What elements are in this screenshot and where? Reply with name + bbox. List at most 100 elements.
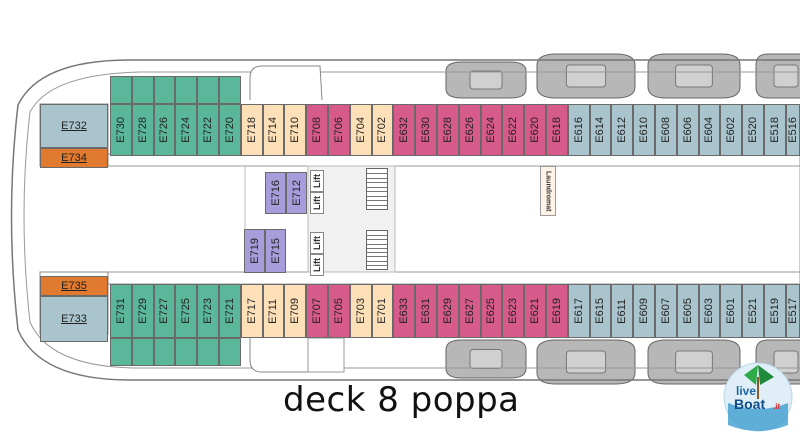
lift[interactable]: Lift [310, 192, 324, 214]
cabin[interactable]: E602 [720, 104, 743, 156]
cabin[interactable]: E616 [567, 104, 590, 156]
cabin[interactable]: E711 [262, 284, 285, 338]
cabin[interactable]: E611 [611, 284, 634, 338]
cabin-number: E618 [550, 117, 563, 143]
cabin[interactable]: E604 [698, 104, 721, 156]
cabin-number: E625 [485, 298, 498, 324]
cabin[interactable]: E729 [131, 284, 154, 338]
cabin[interactable]: E632 [393, 104, 416, 156]
cabin[interactable]: E614 [589, 104, 612, 156]
lift[interactable]: Lift [310, 170, 324, 192]
cabin[interactable]: E707 [306, 284, 328, 338]
cabin-number: E615 [594, 298, 607, 324]
cabin[interactable]: E629 [437, 284, 459, 338]
cabin[interactable]: E708 [306, 104, 328, 156]
cabin[interactable]: E730 [110, 104, 132, 156]
cabin-number: E621 [529, 298, 542, 324]
cabin[interactable]: E623 [502, 284, 525, 338]
interior-cabin[interactable]: E716 [265, 172, 286, 214]
cabin[interactable]: E624 [480, 104, 503, 156]
cabin[interactable]: E601 [720, 284, 743, 338]
lift[interactable]: Lift [310, 232, 324, 254]
cabin[interactable]: E622 [502, 104, 525, 156]
cabin[interactable]: E609 [633, 284, 655, 338]
cabin[interactable]: E620 [524, 104, 546, 156]
cabin[interactable]: E628 [437, 104, 459, 156]
cabin[interactable]: E724 [175, 104, 198, 156]
cabin[interactable]: E701 [371, 284, 394, 338]
cabin-number: E703 [354, 298, 367, 324]
cabin[interactable]: E617 [567, 284, 590, 338]
cabin[interactable]: E721 [219, 284, 241, 338]
cabin[interactable]: E630 [415, 104, 437, 156]
laundromat[interactable]: Laundromat [540, 166, 556, 216]
cabin[interactable]: E619 [546, 284, 568, 338]
cabin[interactable]: E717 [240, 284, 263, 338]
cabin-number: E601 [725, 298, 738, 324]
cabin[interactable]: E709 [284, 284, 307, 338]
cabin[interactable]: E728 [131, 104, 154, 156]
cabin[interactable]: E722 [197, 104, 219, 156]
cabin[interactable]: E725 [175, 284, 198, 338]
cabin[interactable]: E726 [153, 104, 176, 156]
cabin[interactable]: E702 [371, 104, 394, 156]
cabin-number: E607 [659, 298, 672, 324]
cabin[interactable]: E710 [284, 104, 307, 156]
cabin[interactable]: E723 [197, 284, 219, 338]
cabin-number: E517 [786, 298, 799, 324]
cabin[interactable]: E704 [349, 104, 372, 156]
cabin[interactable]: E703 [349, 284, 372, 338]
interior-cabin[interactable]: E715 [265, 229, 286, 273]
interior-cabin[interactable]: E712 [286, 172, 307, 214]
cabin[interactable]: E521 [742, 284, 764, 338]
cabin[interactable]: E718 [240, 104, 263, 156]
balcony-bottom [197, 338, 219, 366]
cabin[interactable]: E621 [524, 284, 546, 338]
cabin[interactable]: E520 [742, 104, 764, 156]
cabin[interactable]: E626 [458, 104, 481, 156]
cabin-number: E617 [572, 298, 585, 324]
cabin-number: E624 [485, 117, 498, 143]
cabin[interactable]: E518 [764, 104, 786, 156]
lift[interactable]: Lift [310, 254, 324, 276]
cabin[interactable]: E633 [393, 284, 416, 338]
stern-cabin-bottom-small[interactable]: E735 [40, 276, 108, 296]
cabin[interactable]: E627 [458, 284, 481, 338]
cabin[interactable]: E705 [328, 284, 350, 338]
cabin[interactable]: E615 [589, 284, 612, 338]
cabin-number: E706 [332, 117, 345, 143]
cabin[interactable]: E612 [611, 104, 634, 156]
cabin-number: E620 [529, 117, 542, 143]
stern-cabin-top-small[interactable]: E734 [40, 148, 108, 168]
cabin[interactable]: E605 [676, 284, 699, 338]
cabin[interactable]: E516 [785, 104, 800, 156]
cabin[interactable]: E625 [480, 284, 503, 338]
cabin-number: E705 [332, 298, 345, 324]
cabin[interactable]: E720 [219, 104, 241, 156]
stern-cabin-top-large[interactable]: E732 [40, 104, 108, 148]
cabin[interactable]: E610 [633, 104, 655, 156]
cabin[interactable]: E517 [785, 284, 800, 338]
cabin[interactable]: E603 [698, 284, 721, 338]
cabin[interactable]: E731 [110, 284, 132, 338]
cabin-number: E717 [245, 298, 258, 324]
cabin[interactable]: E519 [764, 284, 786, 338]
cabin-number: E720 [223, 117, 236, 143]
balcony-bottom [219, 338, 241, 366]
cabin-number: E614 [594, 117, 607, 143]
cabin[interactable]: E607 [655, 284, 677, 338]
cabin-number: E622 [507, 117, 520, 143]
cabin-number: E630 [420, 117, 433, 143]
cabin[interactable]: E727 [153, 284, 176, 338]
cabin-number: E612 [616, 117, 629, 143]
cabin[interactable]: E714 [262, 104, 285, 156]
cabin-number: E721 [223, 298, 236, 324]
cabin[interactable]: E606 [676, 104, 699, 156]
interior-cabin[interactable]: E719 [244, 229, 265, 273]
cabin[interactable]: E706 [328, 104, 350, 156]
cabin[interactable]: E618 [546, 104, 568, 156]
stern-cabin-bottom-large[interactable]: E733 [40, 296, 108, 342]
cabin[interactable]: E631 [415, 284, 437, 338]
cabin[interactable]: E608 [655, 104, 677, 156]
